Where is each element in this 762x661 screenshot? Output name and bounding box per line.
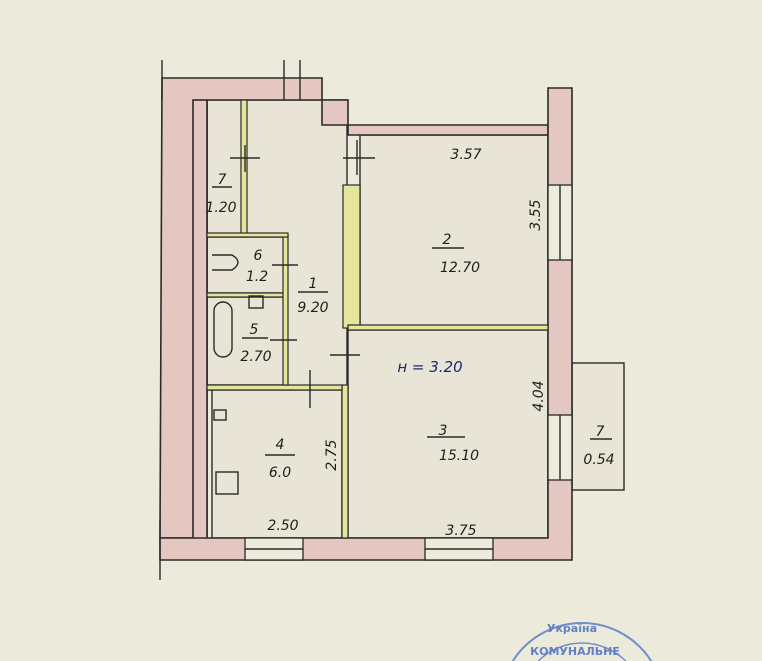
dimension-labels: 3.57 3.55 4.04 3.75 2.75 2.50 xyxy=(267,147,547,539)
dim-room3-depth: 4.04 xyxy=(531,380,547,411)
room-labels: 1 9.20 2 12.70 3 15.10 4 6.0 5 2.70 6 1.… xyxy=(205,172,614,481)
stamp-inner-ring xyxy=(537,642,627,661)
room-7-area: 1.20 xyxy=(205,200,236,216)
dim-room4-width: 2.50 xyxy=(267,518,298,534)
wall-left xyxy=(192,99,208,541)
room-2-area: 12.70 xyxy=(440,260,480,276)
toilet-icon xyxy=(212,254,239,271)
bathtub-icon xyxy=(213,301,233,358)
room-2-number: 2 xyxy=(443,232,452,248)
dim-room2-depth: 3.55 xyxy=(528,199,544,230)
dim-room3-width: 3.75 xyxy=(445,523,476,539)
partition-wc-top xyxy=(206,232,289,238)
room-1-number: 1 xyxy=(309,276,318,292)
ceiling-height: н = 3.20 xyxy=(397,358,462,376)
room-4-kitchen xyxy=(211,389,343,539)
partition-kitchen-top xyxy=(206,384,343,391)
room-2 xyxy=(359,134,549,329)
partition-bath-hall xyxy=(282,234,289,386)
stove-icon xyxy=(215,471,239,495)
partition-room2-room3 xyxy=(347,324,549,331)
fixtures xyxy=(212,254,264,495)
partition-corridor xyxy=(240,99,248,238)
balcony-number: 7 xyxy=(596,424,605,440)
room-5-bathroom xyxy=(206,296,288,386)
kitchen-sink-icon xyxy=(213,409,227,421)
balcony xyxy=(571,362,625,491)
room-5-area: 2.70 xyxy=(240,349,271,365)
partition-bath-wc xyxy=(206,292,288,298)
stamp-text-communal: КОМУНАЛЬНЕ xyxy=(530,645,620,658)
room-3-area: 15.10 xyxy=(439,448,479,464)
door-marks xyxy=(230,140,375,408)
room-5-number: 5 xyxy=(250,322,259,338)
windows xyxy=(244,184,573,561)
stamp-outer-ring xyxy=(511,621,653,661)
sink-icon xyxy=(248,295,264,309)
room-1-area: 9.20 xyxy=(297,300,328,316)
room-6-number: 6 xyxy=(254,248,263,264)
dim-room4-depth: 2.75 xyxy=(324,439,340,470)
partitions xyxy=(206,99,549,539)
room-4-number: 4 xyxy=(276,437,285,453)
stamp-text-country: Україна xyxy=(547,622,597,635)
room-3-number: 3 xyxy=(439,423,448,439)
room-3 xyxy=(347,329,549,539)
partition-room2 xyxy=(342,184,361,329)
partition-kitchen xyxy=(341,384,349,539)
dim-room2-width: 3.57 xyxy=(450,147,481,163)
room-7-number: 7 xyxy=(218,172,227,188)
balcony-area: 0.54 xyxy=(583,452,614,468)
room-4-area: 6.0 xyxy=(269,465,291,481)
room-floors xyxy=(206,99,625,539)
official-stamp: Україна КОМУНАЛЬНЕ xyxy=(511,621,653,661)
room-6-area: 1.2 xyxy=(246,269,268,285)
